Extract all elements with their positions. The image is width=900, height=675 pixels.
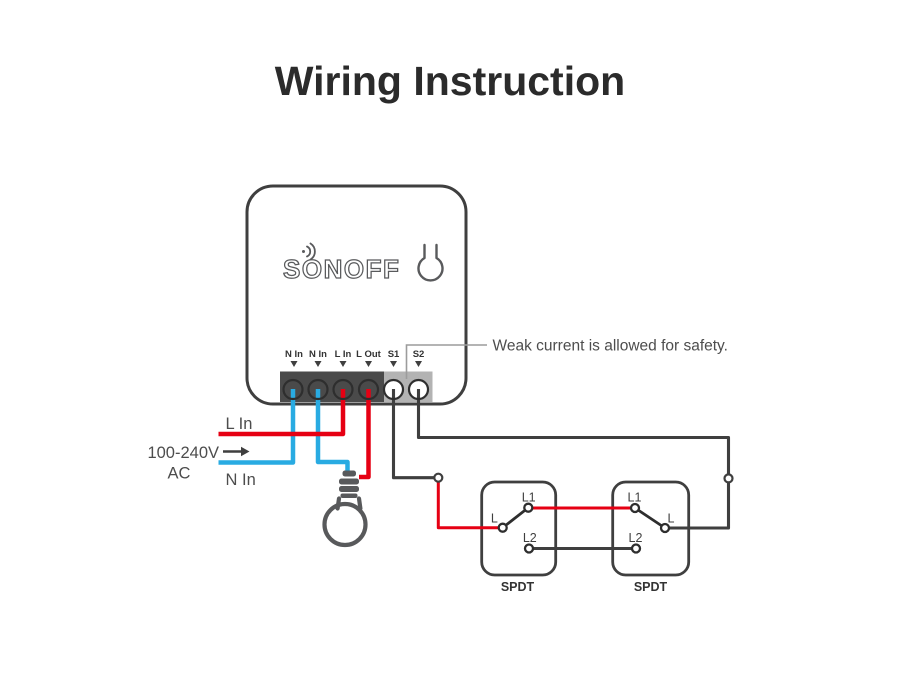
switch-1-lever xyxy=(501,506,530,530)
switch-1-terminal-l xyxy=(497,522,508,533)
switch-2-type-label: SPDT xyxy=(634,580,668,594)
terminal-screws xyxy=(282,378,430,401)
wifi-waves-icon xyxy=(302,242,316,261)
switch-2-labels: L1 L L2 SPDT xyxy=(628,491,675,595)
switch-1-type-label: SPDT xyxy=(501,580,535,594)
terminal-screw-s2 xyxy=(407,378,430,401)
terminal-pointer-triangles xyxy=(290,361,422,367)
wire-live-supply xyxy=(218,389,346,437)
wire-live-out-to-bulb xyxy=(359,389,371,480)
switch-2-terminal-l2 xyxy=(630,543,642,554)
switch-2-terminal-l xyxy=(659,522,671,534)
terminal-screw-nin1 xyxy=(282,378,304,401)
switch-1-label-l2: L2 xyxy=(523,531,537,545)
wire-s2-to-switch2 xyxy=(669,482,731,530)
terminal-screw-nin2 xyxy=(307,378,329,401)
switch-1-terminal-l2 xyxy=(523,543,535,554)
connector-node-s2 xyxy=(723,473,734,484)
connector-node-s1 xyxy=(433,472,444,483)
sonoff-logo: SONOFF xyxy=(283,254,400,284)
switch-2-label-l: L xyxy=(668,512,675,526)
wire-s1-black xyxy=(391,389,435,480)
supply-ac-label: AC xyxy=(168,465,191,483)
hanging-hook-icon xyxy=(417,243,444,282)
wire-neutral-to-bulb xyxy=(315,389,350,474)
supply-direction-arrow-icon xyxy=(223,446,250,457)
terminal-label-lin: L In xyxy=(335,349,352,360)
smart-switch-device-body xyxy=(245,184,468,406)
terminal-label-lout: L Out xyxy=(356,349,381,360)
switch-1-labels: L1 L L2 SPDT xyxy=(491,491,537,595)
terminal-screw-lin xyxy=(332,378,354,401)
switch-2-label-l1: L1 xyxy=(628,491,642,505)
switch-2-label-l2: L2 xyxy=(629,531,643,545)
supply-live-label: L In xyxy=(226,415,253,433)
supply-voltage-label: 100-240V xyxy=(147,444,219,462)
terminal-label-s1: S1 xyxy=(388,349,400,360)
page-title: Wiring Instruction xyxy=(274,58,626,104)
light-bulb-icon xyxy=(322,470,368,548)
terminal-label-nin2: N In xyxy=(309,349,327,360)
wire-s2-black xyxy=(416,389,731,475)
wire-s1-red-to-switch1 xyxy=(436,481,500,530)
terminal-labels: N In N In L In L Out S1 S2 xyxy=(285,349,424,360)
terminal-label-s2: S2 xyxy=(413,349,425,360)
terminal-screw-s1 xyxy=(382,378,405,401)
annotation-callout-line xyxy=(405,344,487,379)
annotation-text: Weak current is allowed for safety. xyxy=(493,338,728,355)
terminal-label-nin1: N In xyxy=(285,349,303,360)
switch-2-lever xyxy=(633,506,667,530)
switch-1-label-l1: L1 xyxy=(522,491,536,505)
switch-2-terminal-l1 xyxy=(629,502,641,514)
terminal-screw-lout xyxy=(357,378,380,401)
switch-1-label-l: L xyxy=(491,512,498,526)
wire-neutral-supply xyxy=(218,389,296,465)
supply-neutral-label: N In xyxy=(226,471,256,489)
switch-1-terminal-l1 xyxy=(523,502,534,513)
